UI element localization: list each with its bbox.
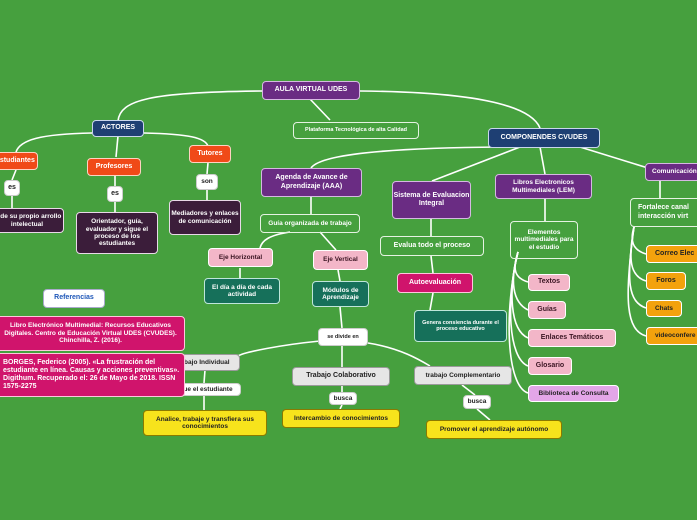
- estudiantes-description[interactable]: te de su propio arrollo intelectual: [0, 208, 64, 233]
- son-label: son: [196, 174, 218, 190]
- busca-label-2: busca: [463, 395, 491, 409]
- autoevaluacion-node[interactable]: Autoevaluación: [397, 273, 473, 293]
- promover-node[interactable]: Promover el aprendizaje autónomo: [426, 420, 562, 439]
- textos-node[interactable]: Textos: [528, 274, 570, 291]
- se-divide-label: se divide en: [318, 328, 368, 346]
- root-node-aula-virtual[interactable]: AULA VIRTUAL UDES: [262, 81, 360, 100]
- eje-horizontal-node[interactable]: Eje Horizontal: [208, 248, 273, 267]
- plataforma-node[interactable]: Plataforma Tecnológica de alta Calidad: [293, 122, 419, 139]
- referencia-1[interactable]: Libro Electrónico Multimedial: Recursos …: [0, 316, 185, 351]
- guia-organizada-node[interactable]: Guía organizada de trabajo: [260, 214, 360, 233]
- elementos-node[interactable]: Elementos multimediales para el estudio: [510, 221, 578, 259]
- genera-node[interactable]: Genera consiencia durante el proceso edu…: [414, 310, 507, 342]
- biblioteca-node[interactable]: Biblioteca de Consulta: [528, 385, 619, 402]
- analice-node[interactable]: Analice, trabaje y transfiera sus conoci…: [143, 410, 267, 436]
- tutores-node[interactable]: Tutores: [189, 145, 231, 163]
- eje-horizontal-description[interactable]: El día a día de cada actividad: [204, 278, 280, 304]
- trabajo-colaborativo-node[interactable]: Trabajo Colaborativo: [292, 367, 390, 386]
- referencias-node[interactable]: Referencias: [43, 289, 105, 308]
- enlaces-node[interactable]: Enlaces Temáticos: [528, 329, 616, 347]
- libros-lem-node[interactable]: Libros Electronicos Multimediales (LEM): [495, 174, 592, 199]
- actores-node[interactable]: ACTORES: [92, 120, 144, 137]
- intercambio-node[interactable]: Intercambio de conocimientos: [282, 409, 400, 428]
- estudiantes-node[interactable]: Estudiantes: [0, 152, 38, 170]
- comunicacion-node[interactable]: Comunicación: [645, 163, 697, 181]
- chats-node[interactable]: Chats: [646, 300, 682, 317]
- fortalece-node[interactable]: Fortalece canal interacción virt: [630, 198, 697, 227]
- sistema-evaluacion-node[interactable]: Sistema de Evaluacion Integral: [392, 181, 471, 219]
- profesores-node[interactable]: Profesores: [87, 158, 141, 176]
- busca-label-1: busca: [329, 392, 357, 405]
- glosario-node[interactable]: Glosario: [528, 357, 572, 375]
- guias-node[interactable]: Guías: [528, 301, 566, 319]
- es-label-1: es: [4, 180, 20, 196]
- correo-node[interactable]: Correo Elec: [646, 245, 697, 263]
- que-estudiante-label: ue el estudiante: [175, 383, 241, 396]
- foros-node[interactable]: Foros: [646, 272, 686, 290]
- profesores-description[interactable]: Orientador, guía, evaluador y sigue el p…: [76, 212, 158, 254]
- evalua-node[interactable]: Evalua todo el proceso: [380, 236, 484, 256]
- referencia-2[interactable]: BORGES, Federico (2005). «La frustración…: [0, 353, 185, 397]
- agenda-aaa-node[interactable]: Agenda de Avance de Aprendizaje (AAA): [261, 168, 362, 197]
- es-label-2: es: [107, 186, 123, 202]
- tutores-description[interactable]: Mediadores y enlaces de comunicación: [169, 200, 241, 235]
- video-node[interactable]: videoconfere: [646, 327, 697, 345]
- componentes-node[interactable]: COMPONENDES CVUDES: [488, 128, 600, 148]
- trabajo-complementario-node[interactable]: trabajo Complementario: [414, 366, 512, 385]
- eje-vertical-node[interactable]: Eje Vertical: [313, 250, 368, 270]
- modulos-node[interactable]: Módulos de Aprendizaje: [312, 281, 369, 307]
